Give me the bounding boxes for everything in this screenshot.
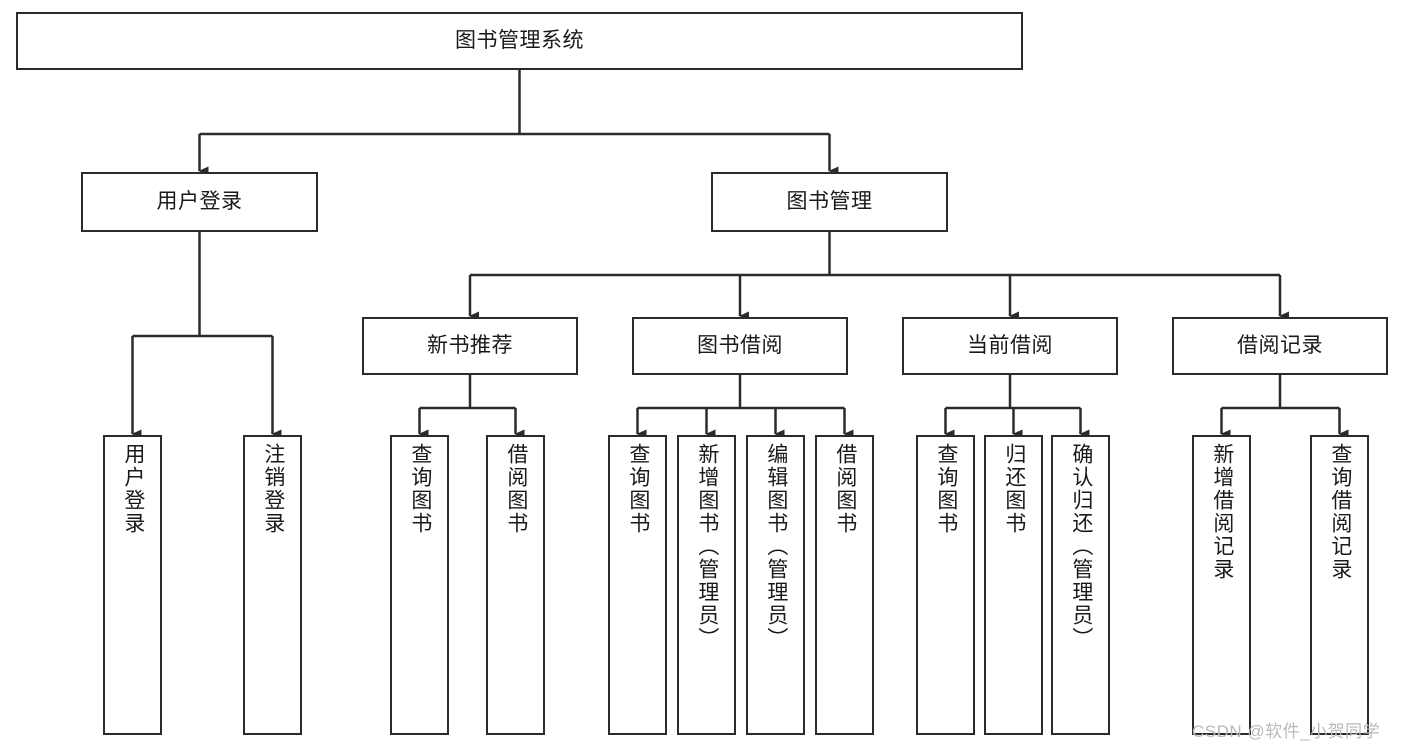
node-label: 用户登录	[121, 443, 145, 535]
node-label: 查询图书	[408, 443, 432, 535]
node-leaf-borrow-add: 新增图书（管理员）	[677, 435, 736, 735]
node-label: 借阅图书	[504, 443, 528, 535]
node-leaf-rec-query2: 查询借阅记录	[1310, 435, 1369, 735]
node-label: 注销登录	[261, 443, 285, 535]
node-label: 当前借阅	[967, 333, 1053, 357]
node-label: 归还图书	[1002, 443, 1026, 535]
node-label: 新增借阅记录	[1210, 443, 1234, 581]
node-label: 新增图书（管理员）	[695, 443, 719, 650]
node-label: 图书借阅	[697, 333, 783, 357]
node-leaf-cur-query: 查询图书	[916, 435, 975, 735]
node-leaf-rec-borrow: 借阅图书	[486, 435, 545, 735]
edge-group	[131, 70, 1349, 439]
node-label: 确认归还（管理员）	[1069, 443, 1093, 650]
node-label: 查询图书	[626, 443, 650, 535]
node-leaf-cur-confirm: 确认归还（管理员）	[1051, 435, 1110, 735]
node-borrow-record: 借阅记录	[1172, 317, 1388, 375]
node-leaf-user-logout: 注销登录	[243, 435, 302, 735]
node-label: 查询图书	[934, 443, 958, 535]
node-label: 新书推荐	[427, 333, 513, 357]
node-leaf-borrow-query: 查询图书	[608, 435, 667, 735]
node-label: 编辑图书（管理员）	[764, 443, 788, 650]
node-leaf-borrow-lend: 借阅图书	[815, 435, 874, 735]
node-label: 借阅图书	[833, 443, 857, 535]
node-book-borrow: 图书借阅	[632, 317, 848, 375]
node-root: 图书管理系统	[16, 12, 1023, 70]
node-label: 借阅记录	[1237, 333, 1323, 357]
node-leaf-rec-add: 新增借阅记录	[1192, 435, 1251, 735]
node-user-login: 用户登录	[81, 172, 318, 232]
node-leaf-borrow-edit: 编辑图书（管理员）	[746, 435, 805, 735]
node-leaf-user-login: 用户登录	[103, 435, 162, 735]
node-label: 图书管理系统	[455, 28, 584, 52]
node-label: 图书管理	[786, 189, 873, 213]
node-book-manage: 图书管理	[711, 172, 948, 232]
node-label: 查询借阅记录	[1328, 443, 1352, 581]
node-label: 用户登录	[156, 189, 243, 213]
node-leaf-cur-return: 归还图书	[984, 435, 1043, 735]
node-current-borrow: 当前借阅	[902, 317, 1118, 375]
node-new-book-rec: 新书推荐	[362, 317, 578, 375]
node-leaf-rec-query: 查询图书	[390, 435, 449, 735]
